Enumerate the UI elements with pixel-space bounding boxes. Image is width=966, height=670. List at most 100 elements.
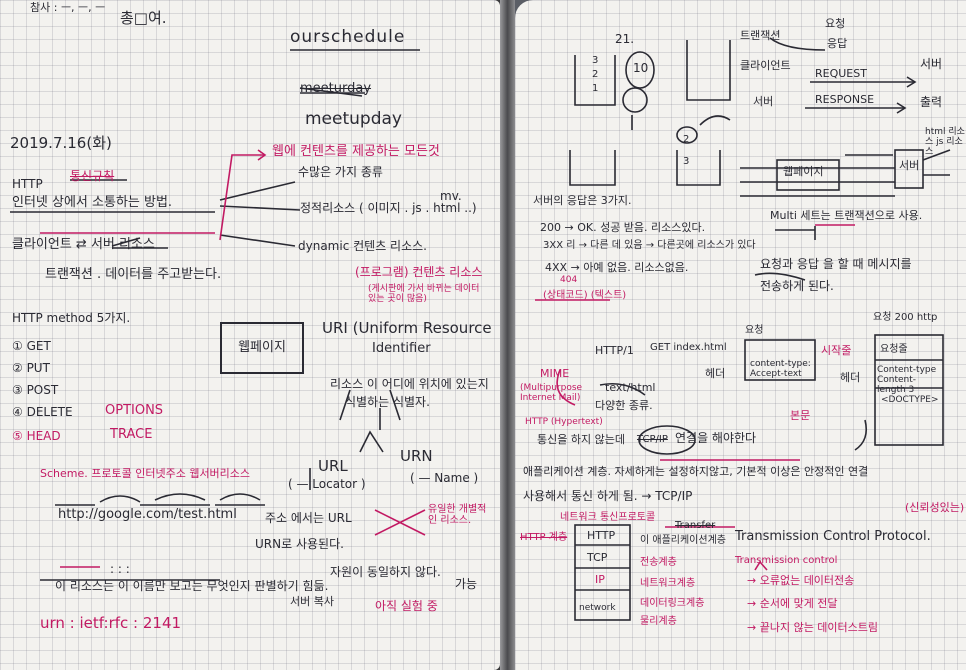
- get-line: GET index.html: [650, 342, 727, 353]
- header-2: 헤더: [840, 371, 861, 384]
- url-label: URL: [318, 457, 348, 475]
- mime-full: (Multipurpose Internet Mail): [520, 383, 583, 403]
- mime-label: MIME: [540, 367, 570, 380]
- status-3xx: 3XX 리 → 다른 데 있음 → 다른곳에 리소스가 있다: [543, 240, 756, 251]
- multi-data: Multi 세트는 트랜잭션으로 사용.: [770, 209, 923, 222]
- layers-title: HTTP 계층: [520, 532, 568, 543]
- startline-label: 시작줄: [821, 344, 852, 357]
- request-right: 요청 200 http: [873, 312, 938, 323]
- mv-note: mv.: [440, 189, 462, 203]
- name-line: 이 리소스는 이 이름만 보고는 무엇인지 판별하기 힘듦.: [55, 579, 329, 593]
- struck-title: meeturday: [300, 81, 372, 96]
- server-label-2: 서버: [753, 95, 774, 108]
- unique-resource: 유일한 개별적인 리소스.: [428, 504, 487, 526]
- method-delete: ④ DELETE: [12, 405, 73, 419]
- small-two: 2: [683, 134, 690, 145]
- body-label: 본문: [790, 409, 811, 422]
- possible: 가능: [455, 577, 478, 591]
- status-title: 서버의 응답은 3가지.: [533, 194, 632, 207]
- http1: HTTP/1: [595, 344, 634, 357]
- html-resources: html 리소스 js 리소스: [925, 127, 965, 157]
- notebook-page-left: 참사 : ㅡ, ㅡ, ㅡ 총□여. ourschedule meeturday …: [0, 0, 500, 670]
- webpage-box-right: 웹페이지: [783, 165, 824, 178]
- layer-tcp: TCP: [587, 551, 608, 564]
- content-type-right: Content-type Content-length 3: [877, 365, 937, 395]
- circle-ten: 10: [633, 61, 649, 75]
- response-en: RESPONSE: [815, 93, 875, 106]
- method-trace: TRACE: [110, 427, 153, 442]
- webpage-box-label: 웹페이지: [238, 339, 286, 355]
- proper-send: 요청과 응답 을 할 때 메시지를: [760, 257, 912, 271]
- method-options: OPTIONS: [105, 403, 164, 418]
- urn-note: URN로 사용된다.: [255, 537, 344, 551]
- comm-note: 통신을 하지 않는데: [537, 433, 625, 446]
- not-yet: 아직 실험 중: [375, 599, 438, 613]
- network-protocol: 네트워크 통신프로토콜: [560, 512, 656, 523]
- page-title: ourschedule: [290, 27, 406, 47]
- top-scribble: 참사 : ㅡ, ㅡ, ㅡ: [30, 1, 106, 14]
- response-kr: 응답: [827, 37, 848, 50]
- app-layer-line: 애플리케이션 계층. 자세하게는 설정하지않고, 기본적 이상은 안정적인 연결: [523, 465, 869, 478]
- status-200: 200 → OK. 성공 받음. 리소스있다.: [540, 221, 706, 234]
- content-type-left: content-type: Accept-text: [750, 359, 811, 379]
- layer-note-datalink: 데이터링크계층: [640, 598, 705, 609]
- text-html: text/html: [605, 381, 656, 394]
- doctype: <DOCTYPE>: [881, 395, 939, 405]
- url-note: 주소 에서는 URL: [265, 511, 352, 525]
- notebook-page-right: 21. 10 3 2 1 2 3 트랜잭션 요청 응답 클라이언트 REQUES…: [515, 0, 966, 670]
- arrow-note-2: → 순서에 맞게 전달: [747, 597, 838, 610]
- transaction-label: 트랜잭션: [740, 29, 781, 42]
- transmission-note: Transmission control: [735, 555, 838, 566]
- ok-box: 요청줄: [880, 344, 908, 355]
- request-en: REQUEST: [815, 67, 867, 80]
- tcp-struck-2: Transfer: [675, 520, 716, 531]
- method-get: ① GET: [12, 339, 51, 353]
- program-note: (게시판에 가서 바뀌는 데이터 있는 곳이 많음): [368, 284, 480, 304]
- status-labels: (상태코드) (텍스트): [543, 290, 627, 301]
- method-put: ② PUT: [12, 361, 50, 375]
- urn-example: urn : ietf:rfc : 2141: [40, 614, 182, 632]
- stack-3: 3: [592, 55, 599, 66]
- colon-dots: : : :: [110, 562, 130, 576]
- methods-title: HTTP method 5가지.: [12, 311, 131, 325]
- locator: ( — Locator ): [288, 477, 366, 491]
- static-resource: 정적리소스 ( 이미지 . js . html ..): [300, 201, 477, 215]
- http-hyper: HTTP (Hypertext): [525, 417, 603, 427]
- right-page-drawings: [535, 37, 951, 621]
- arrow-note-3: → 끝나지 않는 데이터스트림: [747, 621, 879, 634]
- client-label: 클라이언트: [740, 59, 791, 72]
- date: 2019.7.16(화): [10, 134, 112, 152]
- various-types: 수많은 가지 종류: [298, 165, 383, 179]
- tcp-full: Transmission Control Protocol.: [735, 529, 931, 544]
- transaction-line: 트랜잭션 . 데이터를 주고받는다.: [45, 267, 222, 282]
- header-1: 헤더: [705, 367, 726, 380]
- request-kr: 요청: [825, 17, 846, 30]
- top-box-text: 총□여.: [120, 9, 167, 27]
- server-label-1: 서버: [920, 57, 943, 71]
- layer-note-transport: 전송계층: [640, 557, 677, 568]
- program-resource: (프로그램) 컨텐츠 리소스: [355, 265, 483, 279]
- request-box-label: 요청: [745, 325, 764, 336]
- status-4xx: 4XX → 아예 없음. 리소스없음.: [545, 261, 689, 274]
- http-label: HTTP: [12, 177, 43, 191]
- arrow-note-1: → 오류없는 데이터전송: [747, 574, 855, 587]
- subtitle: meetupday: [305, 109, 402, 129]
- uri-identifier: Identifier: [372, 341, 431, 356]
- stack-1: 1: [592, 83, 599, 94]
- http-definition: 인터넷 상에서 소통하는 방법.: [12, 195, 173, 210]
- struck-word: 통신규칙: [70, 169, 115, 183]
- scheme-line: Scheme. 프로토콜 인터넷주소 웹서버리소스: [40, 467, 251, 480]
- use-tcp-line: 사용해서 통신 하게 됨. → TCP/IP: [523, 489, 693, 503]
- webpage-box: 웹페이지: [220, 322, 304, 374]
- layer-http: HTTP: [587, 529, 616, 542]
- web-content-note: 웹에 컨텐츠를 제공하는 모든것: [272, 144, 440, 159]
- stable-note: (신뢰성있는): [905, 501, 965, 514]
- url-example: http://google.com/test.html: [58, 507, 237, 522]
- proper-send-2: 전송하게 된다.: [760, 279, 834, 293]
- layer-note-network: 네트워크계층: [640, 578, 696, 589]
- layer-note-physical: 물리계층: [640, 616, 677, 627]
- layer-network: network: [579, 603, 616, 613]
- various-types: 다양한 종류.: [595, 399, 653, 412]
- uri-title: URI (Uniform Resource: [322, 319, 492, 337]
- layer-note-app: 이 애플리케이션계층: [640, 535, 726, 546]
